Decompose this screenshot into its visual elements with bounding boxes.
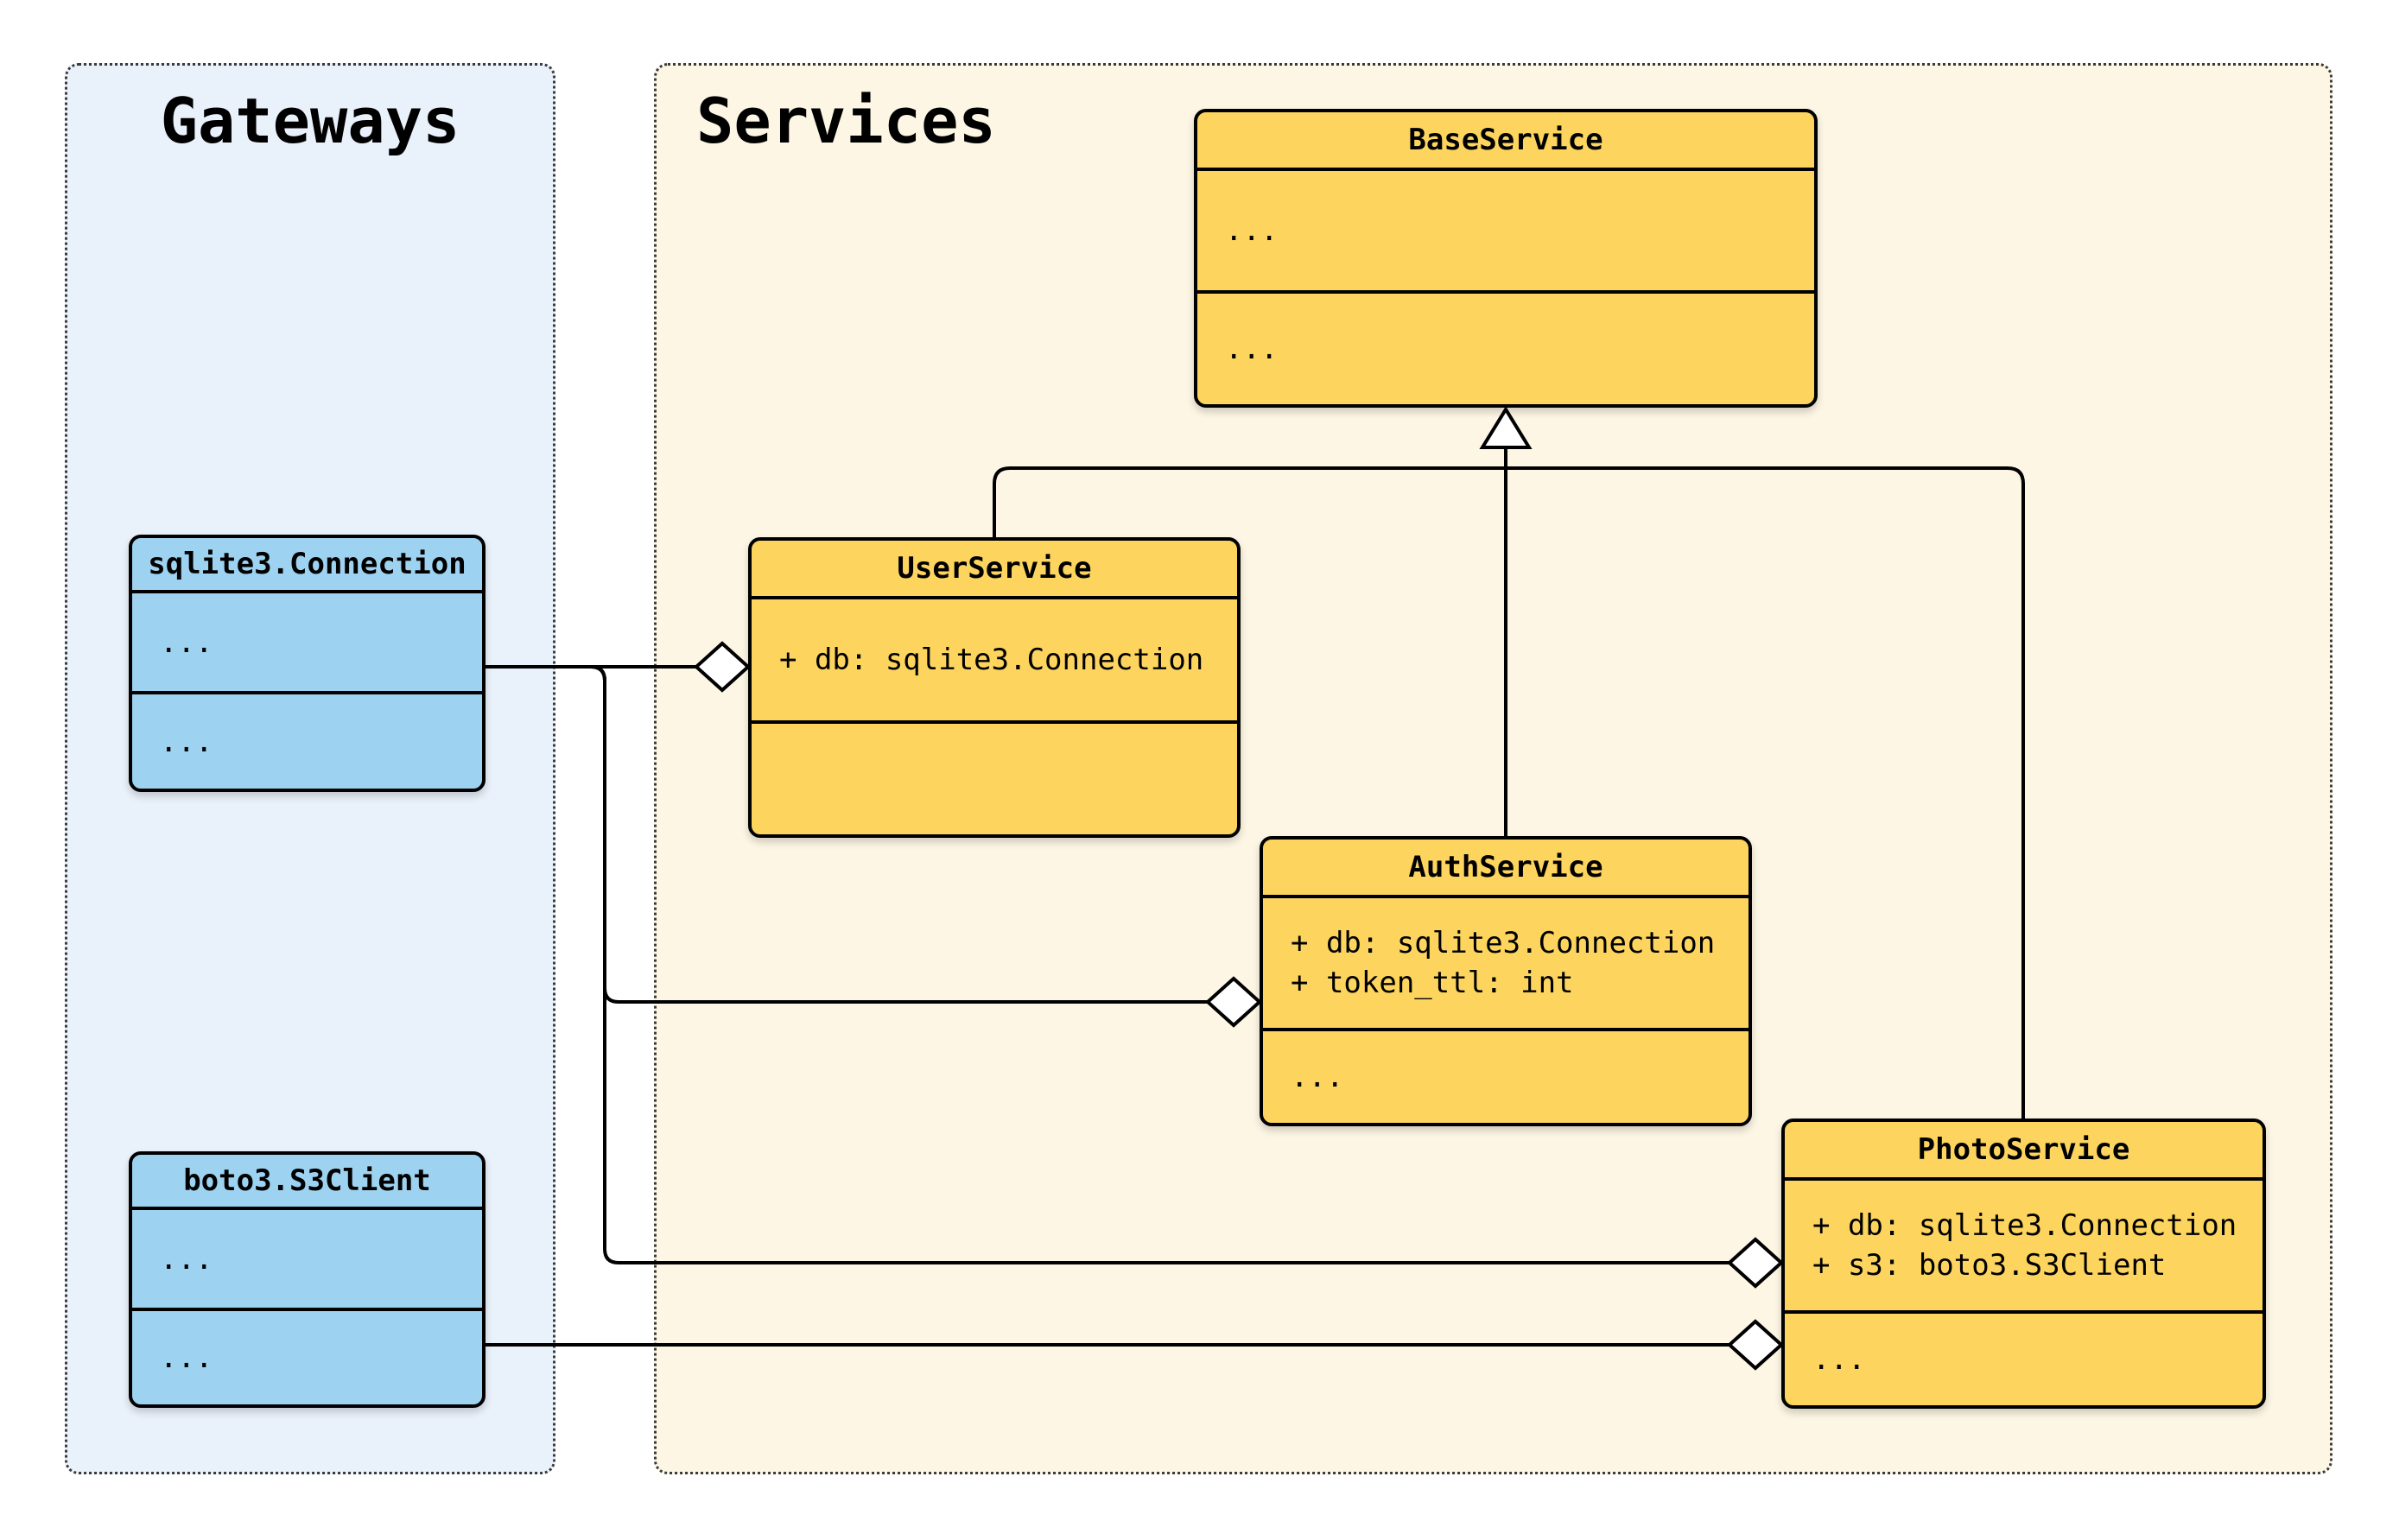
- class-box-userservice: UserService + db: sqlite3.Connection: [748, 537, 1241, 838]
- attribute-line: + token_ttl: int: [1291, 966, 1574, 1000]
- attribute-line: ...: [1225, 213, 1279, 248]
- class-name-sqlite3-connection: sqlite3.Connection: [132, 538, 482, 593]
- class-name-photoservice: PhotoService: [1785, 1122, 2263, 1181]
- class-methods: ...: [132, 691, 482, 789]
- method-line: ...: [1225, 332, 1279, 366]
- class-attributes: ...: [132, 1210, 482, 1308]
- class-attributes: + db: sqlite3.Connection: [752, 599, 1237, 720]
- class-name-baseservice: BaseService: [1197, 112, 1814, 171]
- attribute-line: + db: sqlite3.Connection: [779, 643, 1204, 677]
- method-line: ...: [160, 1340, 213, 1375]
- class-box-boto3-s3client: boto3.S3Client ... ...: [129, 1151, 486, 1408]
- method-line: ...: [160, 724, 213, 759]
- class-methods: ...: [132, 1308, 482, 1404]
- class-attributes: + db: sqlite3.Connection + token_ttl: int: [1263, 898, 1748, 1028]
- class-methods: [752, 720, 1237, 834]
- attribute-line: ...: [160, 624, 213, 660]
- group-services-title: Services: [696, 85, 996, 157]
- class-box-baseservice: BaseService ... ...: [1194, 109, 1818, 408]
- class-box-sqlite3-connection: sqlite3.Connection ... ...: [129, 535, 486, 792]
- method-line: ...: [1291, 1060, 1344, 1094]
- class-attributes: + db: sqlite3.Connection + s3: boto3.S3Cl…: [1785, 1181, 2263, 1310]
- class-box-authservice: AuthService + db: sqlite3.Connection + to…: [1260, 836, 1752, 1126]
- class-name-boto3-s3client: boto3.S3Client: [132, 1155, 482, 1210]
- class-name-authservice: AuthService: [1263, 840, 1748, 898]
- attribute-line: + s3: boto3.S3Client: [1812, 1248, 2167, 1283]
- class-attributes: ...: [132, 593, 482, 691]
- group-gateways-title: Gateways: [160, 85, 460, 157]
- class-name-userservice: UserService: [752, 541, 1237, 599]
- class-methods: ...: [1197, 290, 1814, 404]
- method-line: ...: [1812, 1342, 1866, 1377]
- class-box-photoservice: PhotoService + db: sqlite3.Connection + s…: [1781, 1119, 2266, 1409]
- attribute-line: + db: sqlite3.Connection: [1291, 926, 1716, 960]
- attribute-line: + db: sqlite3.Connection: [1812, 1208, 2237, 1243]
- class-attributes: ...: [1197, 171, 1814, 290]
- class-methods: ...: [1263, 1028, 1748, 1123]
- class-methods: ...: [1785, 1310, 2263, 1405]
- attribute-line: ...: [160, 1241, 213, 1277]
